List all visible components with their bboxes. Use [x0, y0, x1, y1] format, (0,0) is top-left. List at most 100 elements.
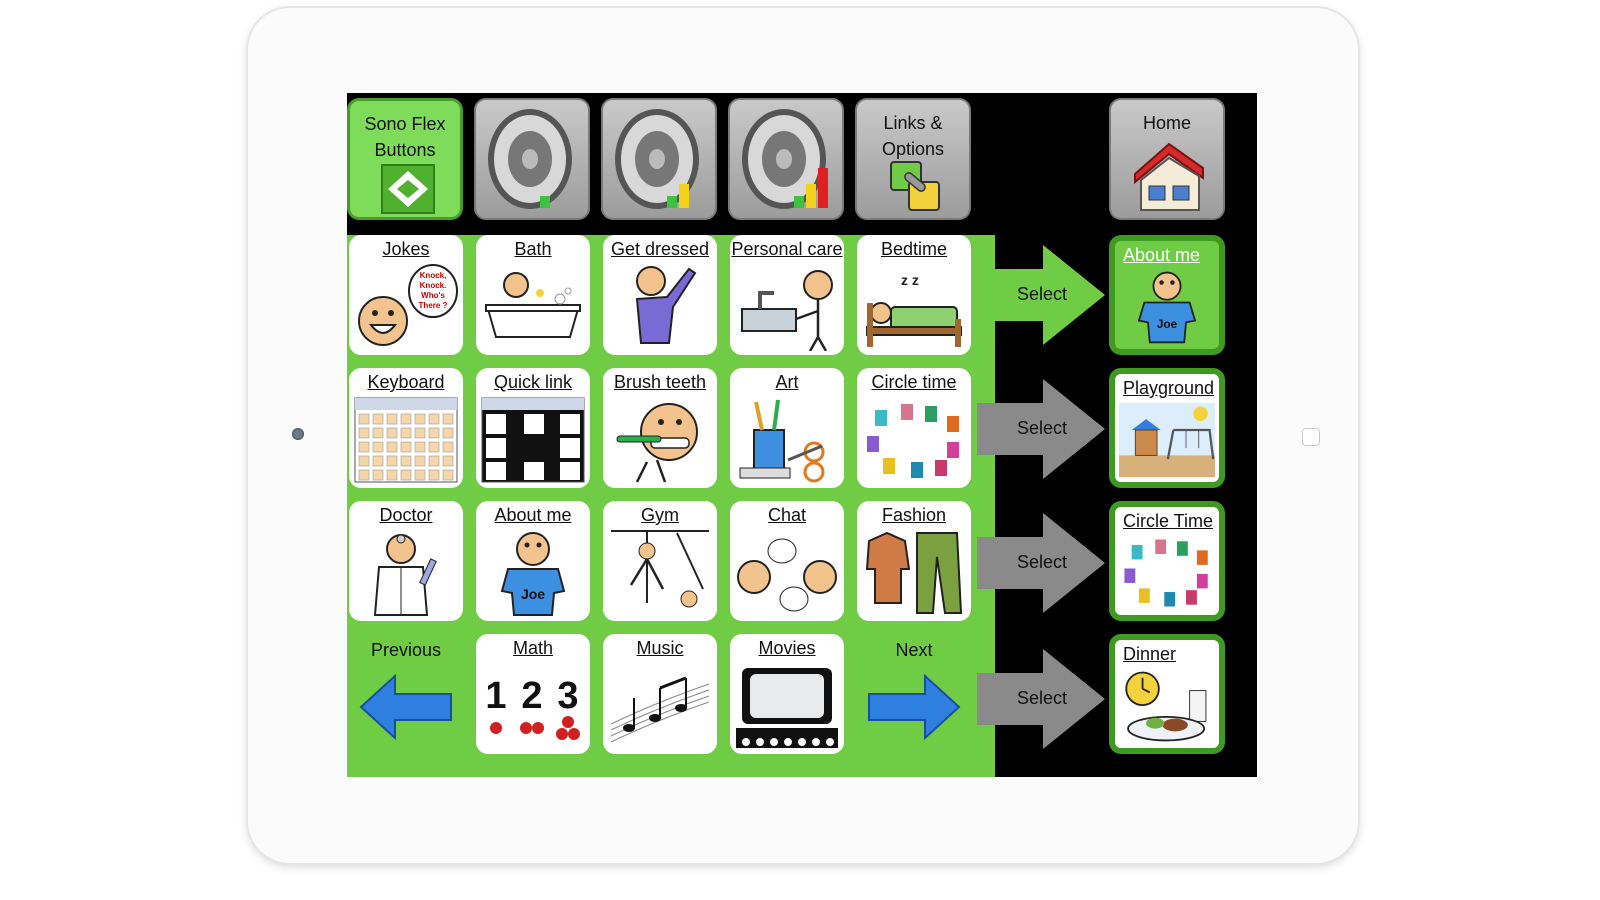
tile-label: Quick link — [493, 372, 573, 392]
playground-icon — [1119, 402, 1215, 478]
select-arrow-2[interactable]: Select — [977, 379, 1107, 479]
previous-label: Previous — [370, 640, 442, 660]
svg-text:1: 1 — [485, 675, 506, 717]
joe-person-icon: Joe — [1137, 271, 1197, 344]
tile-music[interactable]: Music — [603, 634, 717, 754]
side-label: About me — [1123, 245, 1201, 265]
tile-gym[interactable]: Gym — [603, 501, 717, 621]
house-icon — [1134, 142, 1204, 211]
select-label: Select — [1016, 418, 1068, 438]
tile-label: Bath — [514, 239, 552, 259]
tile-personal-care[interactable]: Personal care — [730, 235, 844, 355]
svg-text:Who's: Who's — [421, 291, 445, 300]
tile-label: Music — [636, 638, 684, 658]
side-about-me[interactable]: About me Joe — [1109, 235, 1225, 355]
select-arrow-4[interactable]: Select — [977, 649, 1107, 749]
tile-chat[interactable]: Chat — [730, 501, 844, 621]
keyboard-grid-icon — [354, 397, 458, 483]
tile-label: Movies — [758, 638, 816, 658]
tile-fashion[interactable]: Fashion — [857, 501, 971, 621]
side-label: Playground — [1123, 378, 1215, 398]
camera-icon — [292, 428, 304, 440]
speaker-low-icon — [488, 109, 572, 209]
tile-math[interactable]: Math 1 2 3 — [476, 634, 590, 754]
arrow-right-icon — [977, 649, 1105, 749]
sono-flex-buttons[interactable]: Sono Flex Buttons — [347, 98, 463, 220]
arrow-right-icon — [868, 674, 961, 740]
arrow-right-icon — [977, 513, 1105, 613]
tile-label: Keyboard — [367, 372, 445, 392]
svg-text:z z: z z — [901, 272, 919, 288]
quick-link-grid-icon — [481, 397, 585, 483]
speaker-medium-button[interactable] — [601, 98, 717, 220]
chairs-circle-icon — [1124, 539, 1208, 607]
svg-text:2: 2 — [521, 675, 542, 717]
tile-label: Bedtime — [880, 239, 948, 259]
tile-keyboard[interactable]: Keyboard — [349, 368, 463, 488]
arrow-right-icon — [977, 379, 1105, 479]
tile-about-me[interactable]: About me Joe — [476, 501, 590, 621]
select-arrow-3[interactable]: Select — [977, 513, 1107, 613]
side-circle-time[interactable]: Circle Time — [1109, 501, 1225, 621]
clothes-icon — [865, 531, 963, 614]
tile-doctor[interactable]: Doctor — [349, 501, 463, 621]
bed-sleeping-icon: z z — [866, 272, 962, 347]
gym-rope-icon — [611, 530, 709, 608]
side-dinner[interactable]: Dinner — [1109, 634, 1225, 754]
tile-label: Fashion — [881, 505, 947, 525]
tile-bath[interactable]: Bath — [476, 235, 590, 355]
next-button[interactable]: Next — [857, 634, 971, 754]
art-supplies-icon — [739, 399, 825, 483]
chairs-circle-icon — [867, 404, 959, 478]
tile-label: Personal care — [731, 239, 843, 259]
music-notes-icon — [610, 676, 710, 743]
speaker-high-button[interactable] — [728, 98, 844, 220]
tile-art[interactable]: Art — [730, 368, 844, 488]
links-options-label: Links & Options — [881, 113, 945, 159]
chat-faces-icon — [737, 538, 837, 612]
tile-label: Get dressed — [610, 239, 710, 259]
app-screen: Sono Flex Buttons — [347, 93, 1257, 777]
tile-brush-teeth[interactable]: Brush teeth — [603, 368, 717, 488]
tile-label: Circle time — [871, 372, 957, 392]
shirt-name: Joe — [521, 586, 545, 602]
link-options-icon — [890, 161, 940, 211]
tile-get-dressed[interactable]: Get dressed — [603, 235, 717, 355]
toothbrush-face-icon — [616, 403, 698, 483]
tile-label: Doctor — [379, 505, 433, 525]
previous-button[interactable]: Previous — [349, 634, 463, 754]
links-options-button[interactable]: Links & Options — [855, 98, 971, 220]
tile-label: Math — [512, 638, 554, 658]
person-dressing-icon — [635, 266, 697, 344]
laughing-face-icon: Knock, Knock. Who's There ? — [358, 264, 458, 346]
bathtub-icon — [485, 272, 581, 338]
numbers-123-icon: 1 2 3 — [485, 675, 580, 740]
tile-label: Brush teeth — [613, 372, 707, 392]
home-button[interactable]: Home — [1109, 98, 1225, 220]
movie-screen-icon — [736, 668, 838, 748]
select-label: Select — [1016, 552, 1068, 572]
tile-circle-time[interactable]: Circle time — [857, 368, 971, 488]
tile-label: Jokes — [382, 239, 430, 259]
tile-movies[interactable]: Movies — [730, 634, 844, 754]
tile-bedtime[interactable]: Bedtime z z — [857, 235, 971, 355]
tile-label: Art — [775, 372, 799, 392]
device-home-button[interactable] — [1302, 428, 1320, 446]
speaker-low-button[interactable] — [474, 98, 590, 220]
side-label: Dinner — [1123, 644, 1177, 664]
svg-text:3: 3 — [557, 675, 578, 717]
select-label: Select — [1016, 284, 1068, 304]
tile-quick-link[interactable]: Quick link — [476, 368, 590, 488]
doctor-icon — [373, 534, 437, 616]
svg-text:Knock.: Knock. — [420, 281, 447, 290]
sono-flex-logo-icon — [381, 164, 435, 214]
shirt-name: Joe — [1157, 318, 1178, 331]
side-label: Circle Time — [1123, 511, 1214, 531]
tile-jokes[interactable]: Jokes Knock, Knock. Who's There ? — [349, 235, 463, 355]
tile-label: About me — [494, 505, 572, 525]
side-playground[interactable]: Playground — [1109, 368, 1225, 488]
dinner-clock-plate-icon — [1125, 671, 1207, 742]
next-label: Next — [895, 640, 933, 660]
select-arrow-1[interactable]: Select — [977, 245, 1107, 345]
sono-flex-label: Sono Flex Buttons — [364, 114, 446, 160]
